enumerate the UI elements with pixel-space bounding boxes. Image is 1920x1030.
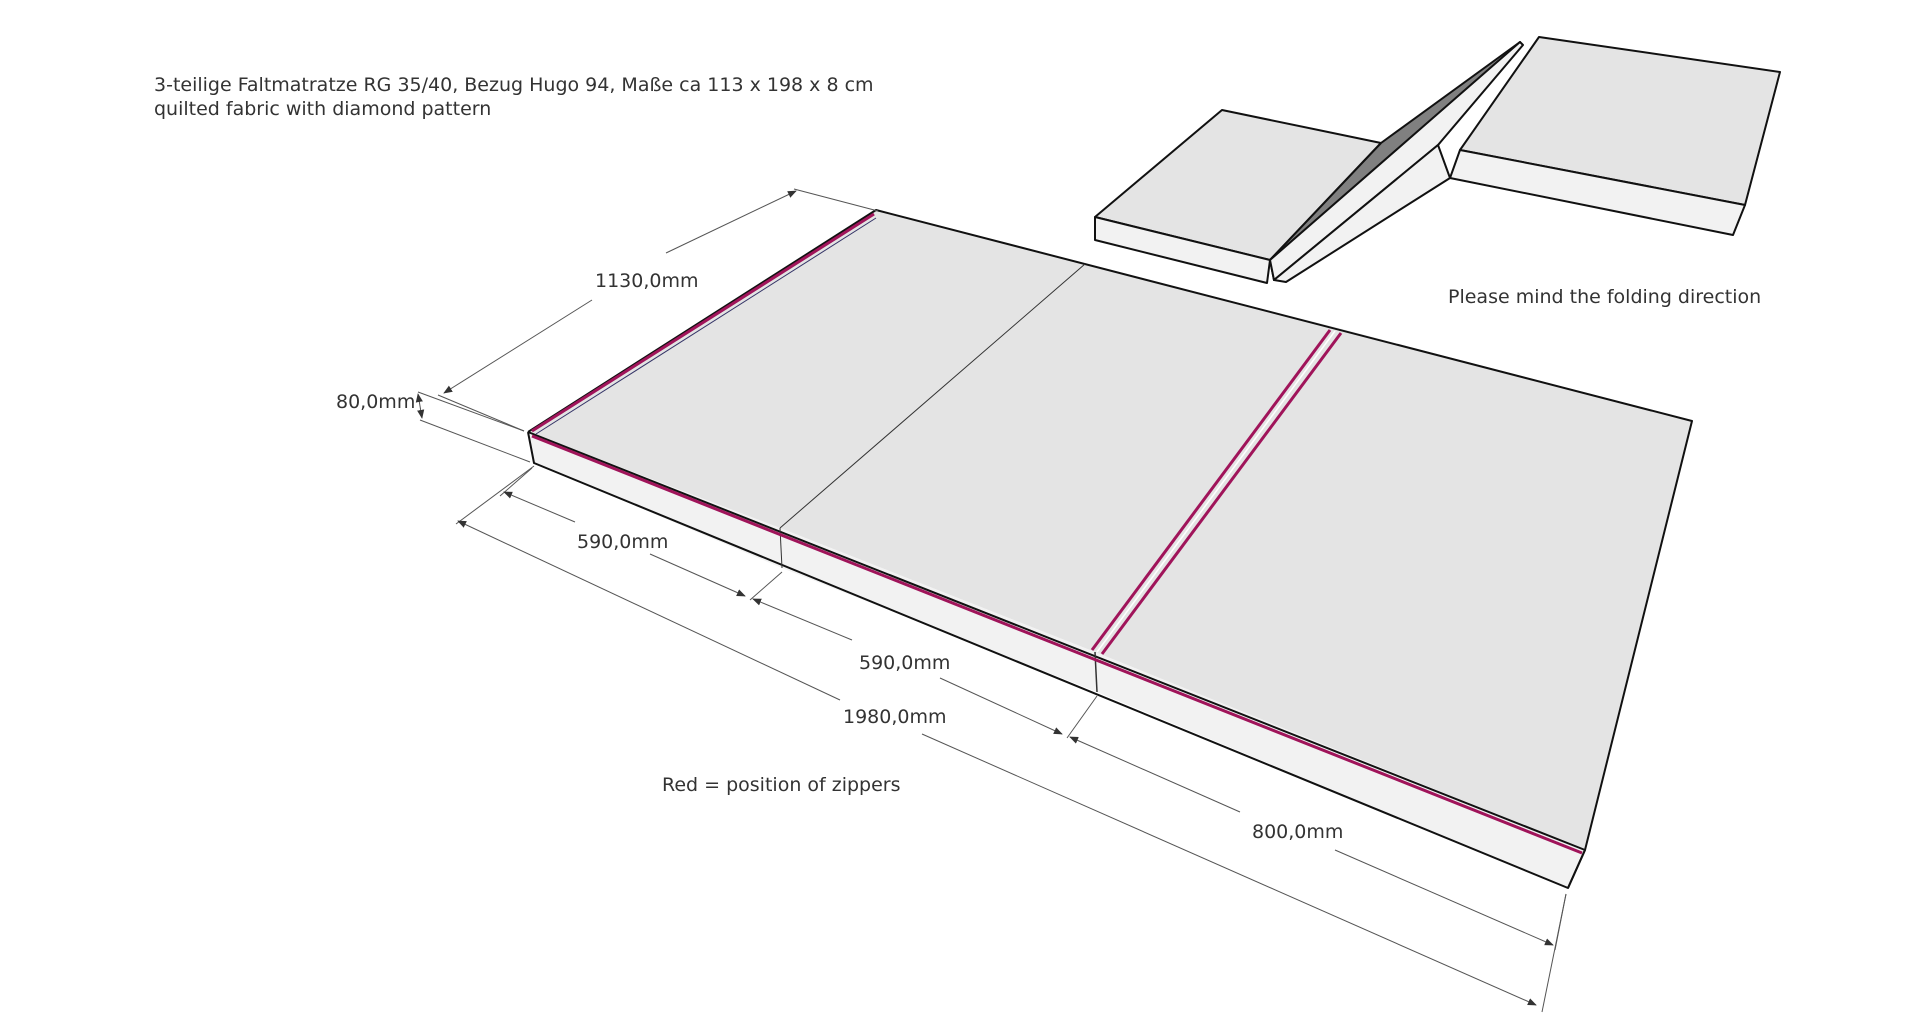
total-dim-line-b — [921, 733, 1537, 1006]
folded-left-front — [1094, 216, 1271, 284]
zipper-front-edge — [531, 434, 1583, 855]
dimension-segment-1: 590,0mm — [499, 467, 783, 601]
folded-mattress — [1094, 36, 1781, 284]
segment-1-dim-line-b — [649, 553, 746, 597]
dimension-width: 1130,0mm — [437, 188, 879, 432]
segment-3-dim-line-b — [1334, 849, 1554, 946]
title-line-2: quilted fabric with diamond pattern — [154, 98, 491, 120]
mattress-side-segment-2 — [780, 528, 1097, 692]
zipper-middle-gap — [1096, 330, 1336, 653]
folded-right-front — [1449, 149, 1746, 236]
zipper-note: Red = position of zippers — [662, 774, 901, 796]
width-dim-line-a — [443, 299, 593, 394]
mattress-corner-edge — [1567, 849, 1586, 889]
segment-2-dim-line-a — [752, 598, 853, 641]
dimension-total-length: 1980,0mm — [455, 465, 1567, 1013]
height-label: 80,0mm — [336, 391, 415, 413]
folding-note: Please mind the folding direction — [1448, 286, 1761, 308]
mattress-side-segment-3 — [1095, 652, 1585, 888]
dimension-height: 80,0mm — [336, 391, 531, 463]
width-label: 1130,0mm — [595, 270, 699, 292]
segment-1-label: 590,0mm — [577, 531, 668, 553]
segment-1-dim-line-a — [503, 491, 576, 523]
segment-3-label: 800,0mm — [1252, 821, 1343, 843]
segment-2-dim-line-b — [939, 677, 1063, 735]
zipper-left-edge — [531, 212, 875, 433]
total-length-label: 1980,0mm — [843, 706, 947, 728]
main-mattress — [527, 209, 1693, 889]
segment-2-label: 590,0mm — [859, 652, 950, 674]
segment-divider-1-top — [779, 263, 1086, 529]
dimension-segment-3: 800,0mm — [1069, 736, 1567, 951]
zipper-middle-b — [1100, 332, 1343, 655]
mattress-top-segment-3 — [1095, 328, 1692, 850]
mattress-top-segment-1 — [528, 210, 1085, 528]
zipper-left-edge-inner — [535, 217, 877, 435]
mattress-top-segment-2 — [780, 264, 1338, 652]
segment-3-dim-line-a — [1069, 736, 1241, 813]
width-dim-line-b — [665, 190, 797, 254]
height-dim-line — [415, 393, 425, 419]
zipper-middle-a — [1090, 329, 1332, 651]
total-dim-line-a — [457, 520, 841, 701]
folded-middle-front — [1269, 41, 1524, 281]
mattress-side-segment-1 — [528, 432, 782, 568]
mattress-front-top-edge — [527, 431, 1586, 851]
dimension-segment-2: 590,0mm — [752, 598, 1098, 739]
title-line-1: 3-teilige Faltmatratze RG 35/40, Bezug H… — [154, 74, 874, 96]
